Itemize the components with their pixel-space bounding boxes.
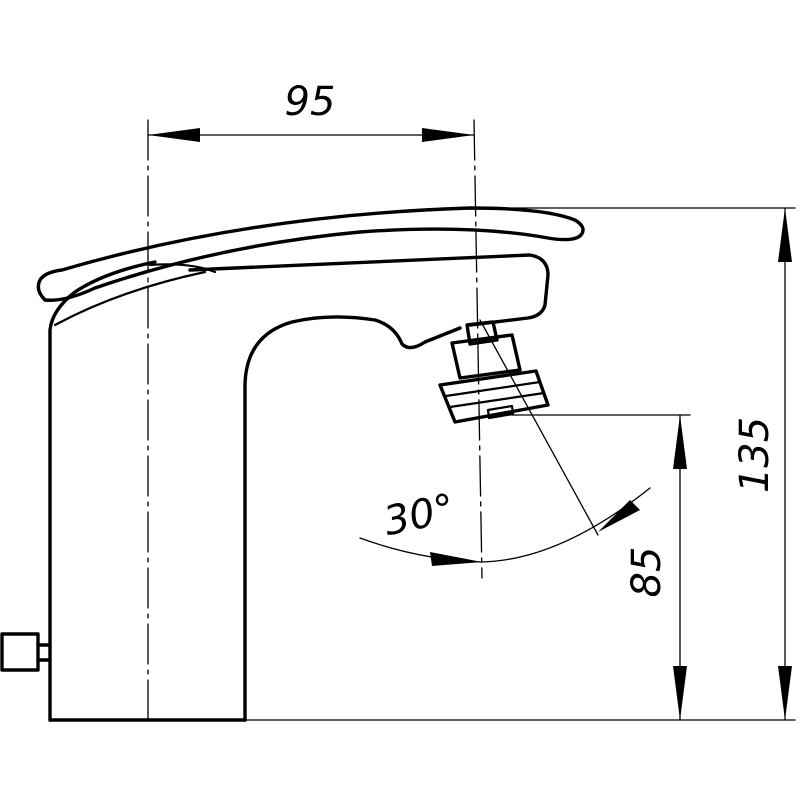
swivel-axis-line xyxy=(479,319,599,536)
dimension-angle-arc xyxy=(359,487,651,563)
dimension-total-height: 135 xyxy=(244,207,796,721)
lever-handle-outline xyxy=(36,206,585,302)
lever-handle xyxy=(36,206,585,302)
dimension-width: 95 xyxy=(147,79,475,142)
dimension-total-arrow-top xyxy=(778,208,792,262)
faucet-shoulder-curve xyxy=(53,270,207,327)
dimension-total-label: 135 xyxy=(732,417,778,493)
aerator-nozzle xyxy=(438,369,550,424)
dimension-angle-arrow-right xyxy=(598,500,640,532)
dimension-width-arrow-left xyxy=(148,128,200,142)
axis-lines xyxy=(147,119,599,721)
dimension-spout-label: 85 xyxy=(624,547,670,598)
faucet-spout-underside xyxy=(243,315,462,722)
aerator-band-1 xyxy=(444,380,542,398)
aerator-outlet xyxy=(486,404,515,420)
faucet-spout-front xyxy=(188,253,550,327)
dimension-spout-arrow-top xyxy=(673,415,687,469)
spout-center-axis xyxy=(473,119,483,579)
dimension-spout-height: 85 xyxy=(511,414,691,721)
dimension-width-arrow-right xyxy=(422,128,474,142)
dimension-angle-arrow-left xyxy=(430,552,482,566)
faucet-body xyxy=(48,253,550,722)
aerator xyxy=(438,320,550,424)
aerator-band-2 xyxy=(448,391,546,409)
side-connector xyxy=(0,632,52,672)
dimension-width-label: 95 xyxy=(285,79,336,125)
dimension-spout-arrow-bottom xyxy=(673,666,687,720)
dimension-total-arrow-bottom xyxy=(778,666,792,720)
lever-handle-inner-curve xyxy=(148,263,217,274)
side-connector-box xyxy=(0,632,40,672)
aerator-middle xyxy=(450,333,522,380)
aerator-collar xyxy=(465,320,499,346)
dimension-swivel-angle: 30° xyxy=(359,485,651,566)
faucet-body-left-edge xyxy=(48,260,157,722)
dimension-angle-label: 30° xyxy=(380,485,459,545)
